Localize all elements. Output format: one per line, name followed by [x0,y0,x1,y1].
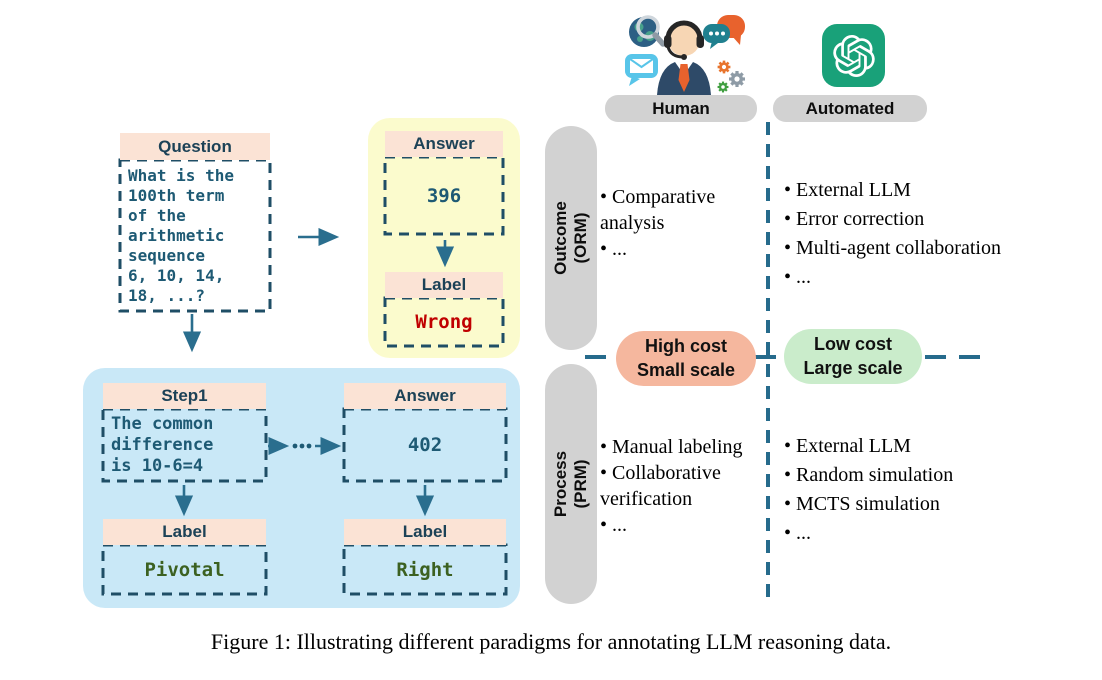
step1-label-header: Label [103,519,266,545]
outcome-label-header-label: Label [421,275,467,294]
list-item: • Manual labeling [600,436,743,458]
row-header-outcome-orm: Outcome (ORM) [545,126,597,350]
support-person-icon [657,20,711,95]
row-header-outcome-label: Outcome (ORM) [550,201,590,275]
outcome-answer-header-label: Answer [413,134,475,153]
list-item: • Collaborative verification [600,462,721,510]
list-item: • ... [600,238,628,260]
high-cost-badge: High cost Small scale [616,331,756,386]
outcome-label-value: Wrong [415,311,473,333]
figure-caption: Figure 1: Illustrating different paradig… [210,629,892,654]
list-item: • Random simulation [784,464,954,486]
outcome-answer-header: Answer [385,131,503,157]
question-header-label: Question [158,136,232,156]
list-item: • Multi-agent collaboration [784,237,1001,259]
column-header-automated: Automated [773,95,927,122]
list-item: • External LLM [784,179,911,201]
process-label-header-label: Label [402,522,448,541]
outcome-answer-value: 396 [426,184,462,207]
process-label-header: Label [344,519,506,545]
row-header-process-label: Process (PRM) [550,450,590,518]
outcome-automated-list: • External LLM • Error correction • Mult… [784,176,1096,292]
process-human-list: • Manual labeling • Collaborative verifi… [600,434,780,538]
process-label-value: Right [396,558,454,581]
low-cost-badge: Low cost Large scale [784,329,922,384]
column-header-automated-label: Automated [805,98,895,118]
process-answer-header: Answer [344,383,506,409]
outcome-label-header: Label [385,272,503,298]
list-item: • ... [784,522,812,544]
outcome-human-list: • Comparative analysis • ... [600,184,768,262]
step1-header: Step1 [103,383,266,409]
list-item: • Comparative analysis [600,186,716,234]
column-header-human-label: Human [652,98,710,118]
column-header-human: Human [605,95,757,122]
list-item: • MCTS simulation [784,493,940,515]
openai-logo-icon [822,24,885,87]
step1-label-header-label: Label [162,522,207,541]
mail-bubble-icon [625,54,658,86]
step1-label-value: Pivotal [144,558,225,581]
openai-knot-glyph [832,34,875,77]
human-annotator-icon [625,15,745,95]
question-header: Question [120,133,270,160]
chat-bubbles-icon [703,15,745,49]
question-text: What is the 100th term of the arithmetic… [128,166,234,305]
list-item: • Error correction [784,208,925,230]
step1-header-label: Step1 [161,386,208,405]
globe-search-icon [629,15,666,47]
step1-text: The common difference is 10-6=4 [111,414,214,476]
row-header-process-prm: Process (PRM) [545,364,597,604]
list-item: • ... [600,514,628,536]
gears-icon [717,60,745,93]
list-item: • External LLM [784,435,911,457]
process-answer-value: 402 [407,434,443,456]
process-answer-header-label: Answer [394,386,456,405]
list-item: • ... [784,266,812,288]
process-automated-list: • External LLM • Random simulation • MCT… [784,432,1096,548]
